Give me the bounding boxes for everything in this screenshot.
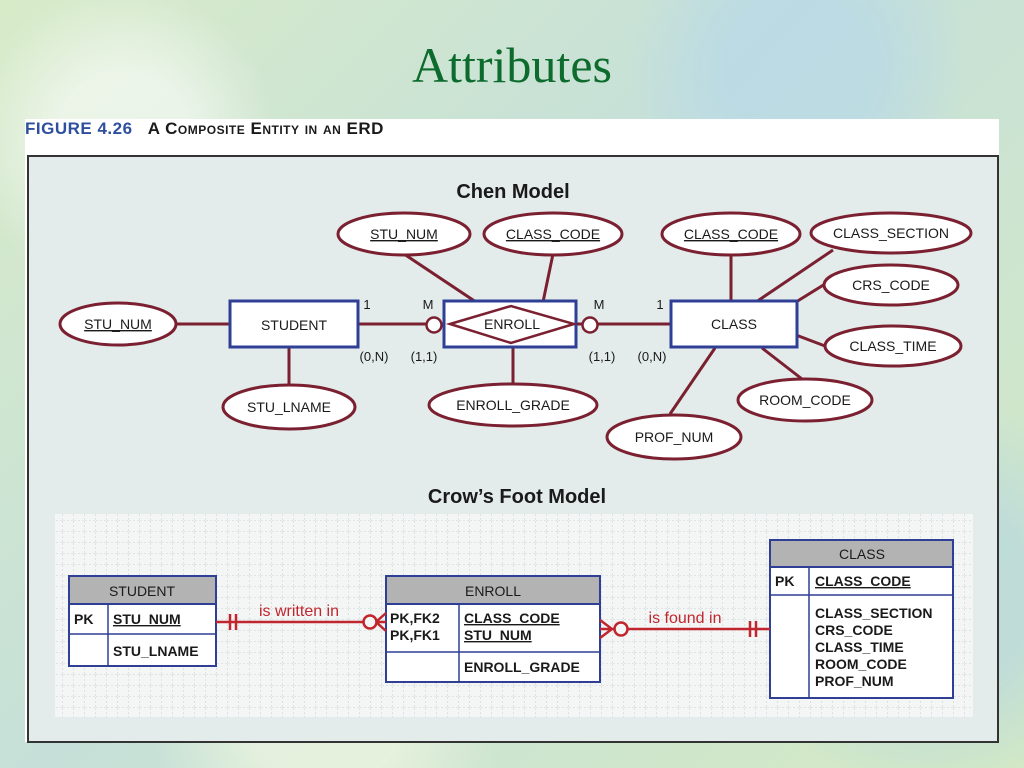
chen-student-label: STUDENT <box>261 317 328 333</box>
attr-stu-lname-label: STU_LNAME <box>247 399 331 415</box>
attr-class-class-code <box>660 211 802 257</box>
attr-room-code-label: ROOM_CODE <box>759 392 851 408</box>
crows-foot-title: Crow’s Foot Model <box>428 486 606 508</box>
card-enroll-m-right: M <box>594 297 605 312</box>
card-enroll-m-left: M <box>423 297 434 312</box>
card-enroll-right-range: (1,1) <box>589 349 616 364</box>
figure-number: FIGURE 4.26 <box>25 119 133 138</box>
figure-panel: FIGURE 4.26 A Composite Entity in an ERD… <box>25 119 999 743</box>
class-attr-crs-code: CRS_CODE <box>815 622 893 638</box>
attr-enroll-grade-label: ENROLL_GRADE <box>456 397 570 413</box>
card-student-range: (0,N) <box>360 349 389 364</box>
figure-caption: FIGURE 4.26 A Composite Entity in an ERD <box>25 119 384 139</box>
enroll-table-header: ENROLL <box>465 583 521 599</box>
student-attr-lname: STU_LNAME <box>113 643 199 659</box>
attr-room-code <box>736 377 874 423</box>
enroll-attr-class-code: CLASS_CODE <box>464 610 560 626</box>
attr-class-section <box>809 211 973 255</box>
attr-class-time <box>823 324 963 368</box>
card-class-one: 1 <box>656 297 663 312</box>
class-attr-room-code: ROOM_CODE <box>815 656 907 672</box>
optional-circle-left <box>425 316 443 334</box>
chen-entity-enroll: ENROLL <box>442 299 579 349</box>
enroll-attr-stu-num: STU_NUM <box>464 627 532 643</box>
chen-model-title: Chen Model <box>456 181 569 203</box>
student-table-header: STUDENT <box>109 583 176 599</box>
attr-prof-num-label: PROF_NUM <box>635 429 714 445</box>
erd-diagram: Chen Model <box>27 155 999 743</box>
relation-written-in-line <box>216 612 387 632</box>
attr-enroll-grade <box>427 382 599 428</box>
student-pk-key: PK <box>74 611 93 627</box>
card-student-one: 1 <box>363 297 370 312</box>
enroll-key-1: PK,FK2 <box>390 610 440 626</box>
attr-class-section-label: CLASS_SECTION <box>833 225 949 241</box>
attr-stu-lname <box>221 383 357 431</box>
figure-caption-text: A Composite Entity in an ERD <box>147 119 384 138</box>
slide-title: Attributes <box>412 37 612 93</box>
attr-student-stu-num <box>58 301 178 347</box>
attr-enroll-stu-num <box>336 211 472 257</box>
attr-crs-code <box>822 263 960 307</box>
class-attr-prof-num: PROF_NUM <box>815 673 894 689</box>
attr-enroll-stu-num-label: STU_NUM <box>370 226 438 242</box>
attr-student-stu-num-label: STU_NUM <box>84 316 152 332</box>
chen-entity-class: CLASS <box>669 299 799 349</box>
relation-found-in-line <box>599 619 770 639</box>
card-enroll-left-range: (1,1) <box>411 349 438 364</box>
class-attr-class-time: CLASS_TIME <box>815 639 904 655</box>
attr-class-time-label: CLASS_TIME <box>849 338 936 354</box>
card-class-range: (0,N) <box>638 349 667 364</box>
erd-canvas: Chen Model <box>55 181 973 717</box>
chen-enroll-label: ENROLL <box>484 316 540 332</box>
attr-enroll-class-code-label: CLASS_CODE <box>506 226 600 242</box>
crows-table-student: STUDENT PK STU_NUM STU_LNAME <box>68 575 217 667</box>
chen-entity-student: STUDENT <box>228 299 360 349</box>
student-pk-attr: STU_NUM <box>113 611 181 627</box>
crows-table-class: CLASS PK CLASS_CODE CLASS_SECTION CRS_CO… <box>769 539 954 699</box>
relation-written-in-label: is written in <box>259 603 339 620</box>
chen-class-label: CLASS <box>711 316 757 332</box>
attr-prof-num <box>605 413 743 461</box>
class-pk-key: PK <box>775 573 794 589</box>
attr-crs-code-label: CRS_CODE <box>852 277 930 293</box>
enroll-key-2: PK,FK1 <box>390 627 440 643</box>
class-table-header: CLASS <box>839 546 885 562</box>
optional-circle-right <box>581 316 599 334</box>
attr-enroll-class-code <box>482 211 624 257</box>
class-attr-section: CLASS_SECTION <box>815 605 932 621</box>
enroll-attr-grade: ENROLL_GRADE <box>464 659 580 675</box>
attr-class-class-code-label: CLASS_CODE <box>684 226 778 242</box>
crows-table-enroll: ENROLL PK,FK2 PK,FK1 CLASS_CODE STU_NUM … <box>385 575 601 683</box>
relation-found-in-label: is found in <box>649 610 722 627</box>
class-pk-attr: CLASS_CODE <box>815 573 911 589</box>
